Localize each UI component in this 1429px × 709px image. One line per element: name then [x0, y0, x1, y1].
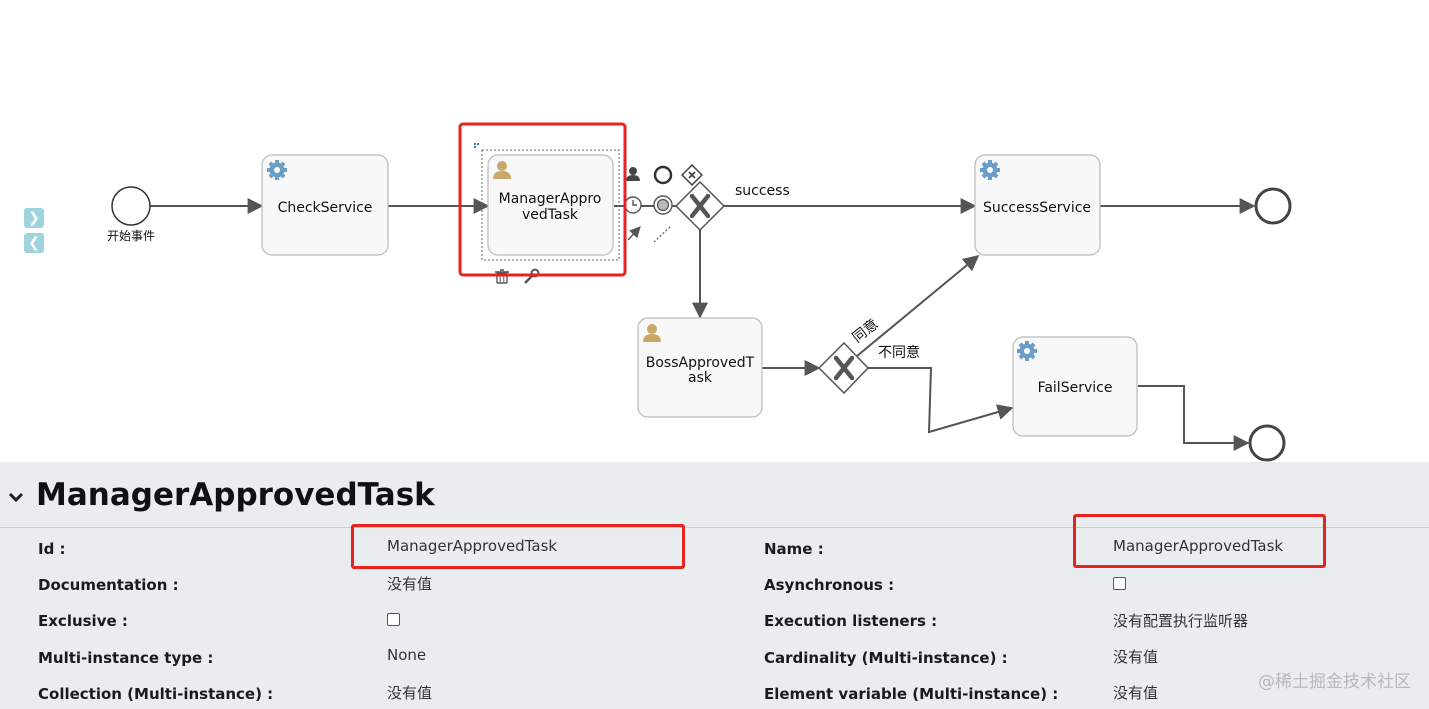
prop-element-variable-label: Element variable (Multi-instance) : [764, 685, 1059, 703]
flow-disagree[interactable] [868, 367, 1014, 434]
properties-divider [0, 527, 1429, 528]
task-manager-approved-label-line1: ManagerAppro [499, 191, 602, 207]
highlight-box-id [351, 524, 685, 569]
append-intermediate-event-icon[interactable] [624, 196, 642, 214]
prop-collection-label: Collection (Multi-instance) : [38, 685, 274, 703]
prop-collection-value[interactable]: 没有值 [387, 684, 433, 702]
prop-exclusive-checkbox[interactable] [387, 613, 400, 626]
prop-asynchronous-label: Asynchronous : [764, 576, 895, 594]
prop-id-label: Id : [38, 540, 66, 558]
append-gateway-icon[interactable] [681, 164, 703, 186]
connect-arrow-icon[interactable] [627, 226, 641, 241]
prop-id-value[interactable]: ManagerApprovedTask [387, 537, 558, 555]
prop-cardinality-label: Cardinality (Multi-instance) : [764, 649, 1008, 667]
process-diagram: 开始事件 CheckService [107, 122, 1292, 462]
flow-fail-to-end[interactable] [1138, 385, 1250, 451]
end-event-success[interactable] [1254, 187, 1292, 225]
palette-collapse-button[interactable]: ❮ [24, 233, 44, 253]
association-line-icon[interactable] [653, 225, 672, 243]
task-check-service[interactable] [261, 154, 389, 256]
flow-disagree-label: 不同意 [878, 344, 920, 361]
properties-header[interactable]: ManagerApprovedTask [8, 470, 435, 520]
start-event[interactable] [111, 186, 151, 226]
user-icon [493, 161, 511, 179]
prop-element-variable-value[interactable]: 没有值 [1113, 684, 1159, 702]
exclusive-gateway-1[interactable] [674, 180, 726, 232]
prop-multi-instance-type-label: Multi-instance type : [38, 649, 214, 667]
process-canvas[interactable]: ❯ ❮ 开始事件 [0, 0, 1429, 462]
prop-documentation-value[interactable]: 没有值 [387, 575, 433, 593]
task-success-service[interactable] [974, 154, 1101, 256]
prop-documentation-label: Documentation : [38, 576, 179, 594]
properties-title: ManagerApprovedTask [36, 477, 435, 513]
prop-exclusive-label: Exclusive : [38, 612, 128, 630]
prop-multi-instance-type-value[interactable]: None [387, 646, 427, 664]
task-check-service-label: CheckService [278, 200, 373, 216]
flow-agree-label: 同意 [849, 316, 882, 347]
task-manager-approved[interactable] [474, 143, 620, 261]
palette-expand-button[interactable]: ❯ [24, 208, 44, 228]
end-event-fail[interactable] [1248, 424, 1286, 462]
highlight-box-selected-task [458, 122, 627, 277]
append-boundary-event-icon[interactable] [653, 195, 673, 215]
exclusive-gateway-2[interactable] [817, 341, 870, 395]
watermark: @稀土掘金技术社区 [1258, 672, 1411, 692]
task-boss-approved-label-line1: BossApprovedT [646, 355, 755, 371]
task-fail-service[interactable] [1012, 336, 1138, 437]
chevron-down-icon[interactable] [8, 487, 30, 508]
task-manager-approved-label-line2: vedTask [522, 207, 579, 223]
context-pad [495, 164, 703, 284]
task-success-service-label: SuccessService [983, 200, 1091, 216]
prop-name-label: Name : [764, 540, 824, 558]
highlight-box-name [1073, 514, 1326, 568]
resize-handle-icon[interactable] [474, 143, 479, 148]
prop-cardinality-value[interactable]: 没有值 [1113, 648, 1159, 666]
task-boss-approved-label-line2: ask [688, 370, 713, 386]
gear-icon [980, 160, 1000, 180]
prop-asynchronous-checkbox[interactable] [1113, 577, 1126, 590]
flow-agree[interactable] [856, 254, 980, 357]
sequence-flows [150, 198, 1256, 451]
prop-execution-listeners-label: Execution listeners : [764, 612, 938, 630]
properties-panel [0, 462, 1429, 709]
append-end-event-icon[interactable] [653, 165, 673, 185]
prop-name-value[interactable]: ManagerApprovedTask [1113, 537, 1284, 555]
start-event-label: 开始事件 [107, 229, 155, 243]
append-user-task-icon[interactable] [626, 167, 640, 181]
task-boss-approved[interactable] [637, 317, 763, 418]
gear-icon [267, 160, 287, 180]
user-icon [643, 324, 661, 342]
gear-icon [1017, 341, 1037, 361]
task-fail-service-label: FailService [1038, 380, 1113, 396]
flow-success-label: success [735, 183, 790, 199]
prop-execution-listeners-value[interactable]: 没有配置执行监听器 [1113, 612, 1249, 630]
